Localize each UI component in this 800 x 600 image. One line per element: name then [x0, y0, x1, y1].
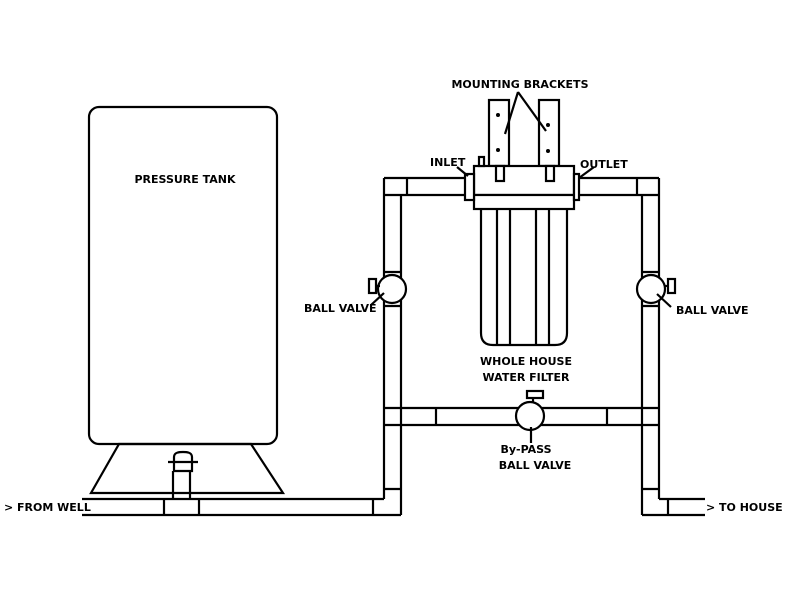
- filter-head: [472, 164, 576, 197]
- outlet-label: OUTLET: [580, 158, 628, 171]
- from-well-label: > FROM WELL: [4, 501, 91, 514]
- ball-valve-left-label: BALL VALVE: [304, 302, 377, 315]
- bypass-valve-handle: [525, 389, 545, 400]
- left-valve-handle: [367, 277, 378, 295]
- ball-valve-right: [635, 273, 677, 305]
- mounting-bracket-right: [537, 98, 561, 168]
- bypass-ball-valve: [514, 389, 546, 432]
- labels: MOUNTING BRACKETS PRESSURE TANK INLET OU…: [4, 78, 783, 514]
- filter-head-collar: [472, 193, 576, 211]
- right-valve-handle: [666, 277, 677, 295]
- ball-valve-left: [367, 273, 408, 305]
- pressure-tank-stand: [89, 442, 286, 495]
- bypass-label-line1: By-PASS: [500, 443, 551, 456]
- pressure-tank-label: PRESSURE TANK: [134, 173, 236, 186]
- piping: [82, 176, 705, 517]
- outlet-fitting: [572, 172, 581, 202]
- filter-label-line2: WATER FILTER: [483, 371, 570, 384]
- filter-label-line1: WHOLE HOUSE: [480, 355, 572, 368]
- inlet-fitting: [463, 172, 476, 202]
- pressure-tank: [87, 105, 286, 499]
- water-filter: [463, 98, 581, 347]
- mounting-brackets-label: MOUNTING BRACKETS: [451, 78, 588, 91]
- pressure-tank-body: [87, 105, 279, 446]
- leader-lines: [370, 91, 672, 443]
- ball-valve-right-label: BALL VALVE: [676, 304, 749, 317]
- filter-housing: [479, 209, 569, 347]
- bypass-label-line2: BALL VALVE: [499, 459, 572, 472]
- to-house-label: > TO HOUSE: [706, 501, 783, 514]
- inlet-label: INLET: [430, 156, 466, 169]
